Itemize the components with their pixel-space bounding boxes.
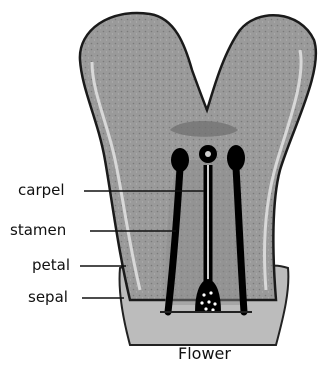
carpel-label: carpel [18,183,65,198]
petal-label: petal [32,258,70,273]
sepal-label: sepal [28,290,68,305]
diagram-caption: Flower [178,346,231,362]
stamen-label: stamen [10,223,66,238]
